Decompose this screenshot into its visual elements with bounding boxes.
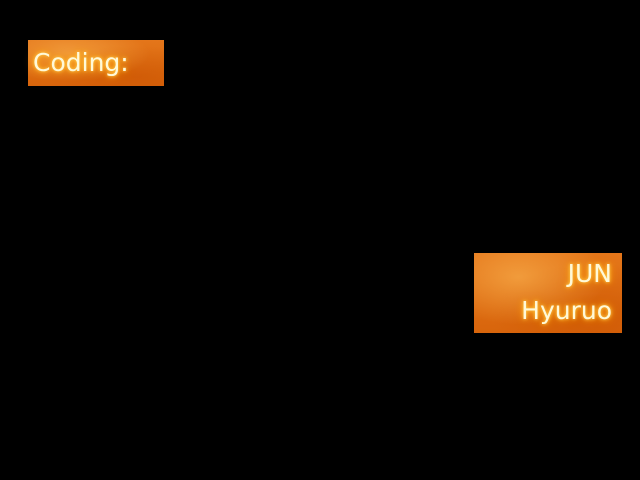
credit-names-panel: JUN Hyuruo xyxy=(474,253,622,333)
role-panel: Coding: xyxy=(28,40,164,86)
role-label: Coding: xyxy=(33,48,129,77)
credit-name: JUN xyxy=(567,259,612,288)
credit-name: Hyuruo xyxy=(521,296,612,325)
